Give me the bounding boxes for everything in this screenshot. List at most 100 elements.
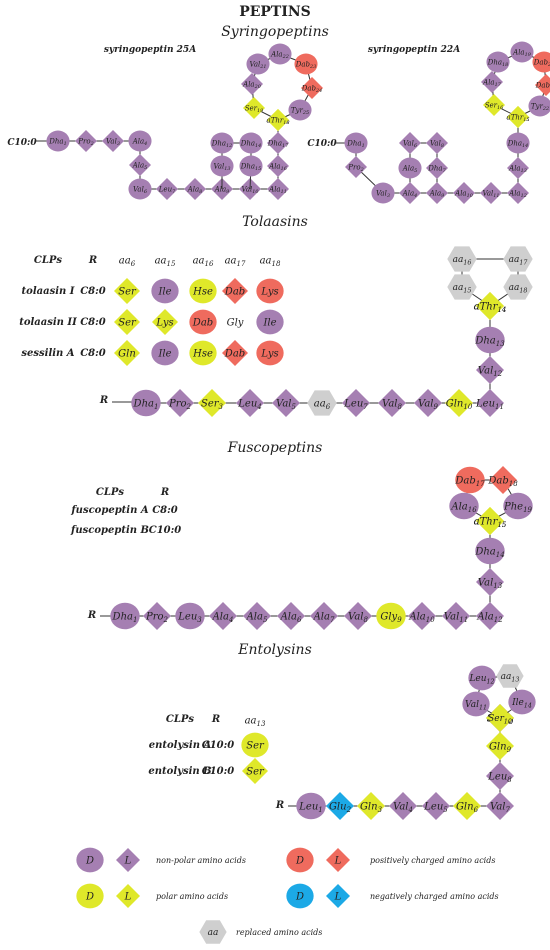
tolaasins-residue-aa18 (503, 274, 533, 300)
syr25a-residue-ala9-label: Ala9 (214, 185, 230, 195)
tolaasins-cell-hse-label: Hse (192, 287, 213, 298)
syr22a-residue-ala19 (510, 41, 534, 63)
tolaasins-row-name: sessilin A (21, 348, 74, 359)
fuscopeptins-residue-leu3 (175, 602, 205, 630)
tolaasins-residue-aa16 (447, 246, 477, 272)
tolaasins-cell-lys-label: Lys (260, 349, 278, 360)
entolysins-row-r: C10:0 (202, 740, 235, 751)
tolaasins-residue-aa17 (503, 246, 533, 272)
legend-negative-d (286, 883, 314, 909)
legend-replaced-text: replaced amino acids (236, 928, 322, 937)
syr22a-residue-pro2-label: Pro2 (347, 163, 363, 173)
fuscopeptins-row-name: fuscopeptin A (70, 505, 148, 516)
entolysins-residue-val7 (486, 792, 514, 820)
syr22a-residue-dha14-label: Dha14 (507, 139, 529, 149)
tolaasins-residue-leu11 (476, 389, 504, 417)
entolysins-residue-leu1-label: Leu1 (298, 802, 322, 815)
syr22a-residue-ser16 (483, 94, 505, 116)
syr25a-residue-ala16 (267, 155, 289, 177)
tolaasins-cell-ile-label: Ile (262, 318, 276, 329)
syr22a-residue-val8 (426, 132, 448, 154)
tolaasins-residue-val5-label: Val5 (276, 399, 296, 412)
tolaasins-header-clps: CLPs (34, 255, 63, 266)
tolaasins-residue-aa6 (307, 390, 337, 416)
tolaasins-residue-pro2-label: Pro2 (168, 399, 192, 412)
syr22a-residue-dha7 (426, 157, 448, 179)
tolaasins-header-aa18-label: aa18 (260, 256, 281, 269)
tolaasins-residue-leu11-label: Leu11 (475, 399, 504, 412)
tolaasins-residue-dha1 (131, 389, 161, 417)
fuscopeptins-residue-ala5 (243, 602, 271, 630)
entolysins-residue-gln6 (453, 792, 481, 820)
tolaasins-residue-leu4-label: Leu4 (237, 399, 261, 412)
tolaasins-cell-ser-label: Ser (118, 287, 137, 298)
tolaasins-residue-gln10 (445, 389, 473, 417)
entolysins-residue-gln6-label: Gln6 (456, 802, 479, 815)
legend-polar-d (76, 883, 104, 909)
tolaasins-cell-dab-label: Dab (224, 287, 245, 298)
syr25a-residue-ala11 (267, 178, 289, 200)
legend-polar-l-label: L (124, 892, 132, 903)
syr22a-residue-val6 (399, 132, 421, 154)
fuscopeptins-residue-dab18-label: Dab18 (487, 476, 518, 489)
syr22a-residue-ala4-label: Ala4 (402, 189, 418, 199)
syringopeptin-25a-acyl: C10:0 (7, 138, 37, 148)
syr22a-residue-ala5-label: Ala5 (402, 164, 418, 174)
syr25a-residue-dha15 (239, 155, 263, 177)
entolysins-r-label: R (275, 800, 284, 811)
fuscopeptins-residue-ala7 (310, 602, 338, 630)
entolysins-residue-aa13 (496, 664, 524, 688)
entolysins-heading: Entolysins (237, 642, 312, 658)
syr25a-residue-ala11-label: Ala11 (268, 185, 287, 195)
syr25a-residue-ser19 (243, 97, 265, 119)
entolysins-row-name: entolysin B (148, 766, 211, 777)
legend-positive-l-label: L (334, 856, 342, 867)
syr22a-residue-tyr22 (528, 95, 550, 117)
tolaasins-cell-dab (222, 278, 248, 304)
syr22a-residue-pro2 (345, 156, 367, 178)
tolaasins-residue-aa17-label: aa17 (509, 255, 528, 266)
syr22a-residue-val11 (480, 182, 502, 204)
syr25a-residue-ala8-label: Ala8 (187, 185, 203, 195)
syr22a-residue-ala12-label: Ala12 (508, 189, 527, 199)
tolaasins-header-aa16-label: aa16 (193, 256, 214, 269)
syr22a-residue-dha1-label: Dha1 (346, 139, 364, 149)
tolaasins-residue-athr14-label: aThr14 (474, 302, 507, 315)
entolysins-residue-gln3 (357, 792, 385, 820)
syr22a-residue-dha1 (344, 132, 368, 154)
syr25a-residue-ala22-label: Ala22 (270, 50, 289, 60)
syr25a-residue-tyr25 (288, 99, 312, 121)
legend-negative-text: negatively charged amino acids (370, 892, 499, 901)
legend-positive-l (326, 848, 350, 872)
fuscopeptins-residue-dab17 (455, 466, 485, 494)
tolaasins-cell-ile (151, 278, 179, 304)
fuscopeptins-r-label: R (87, 610, 96, 621)
tolaasins-cell-ile-label: Ile (157, 287, 171, 298)
entolysins-residue-aa13-label: aa13 (501, 672, 520, 683)
tolaasins-residue-gln10-label: Gln10 (446, 399, 473, 412)
fuscopeptins-residue-val8-label: Val8 (348, 612, 368, 625)
tolaasins-residue-val9-label: Val9 (418, 399, 438, 412)
entolysins-cell-ser-label: Ser (246, 767, 265, 778)
entolysins-residue-val4 (389, 792, 417, 820)
tolaasins-residue-val8-label: Val8 (382, 399, 402, 412)
syr22a-residue-val6-label: Val6 (403, 139, 417, 149)
fuscopeptins-residue-ala5-label: Ala5 (246, 612, 268, 625)
syr22a-residue-ala13 (507, 157, 529, 179)
tolaasins-residue-dha13-label: Dha13 (474, 336, 505, 349)
syr22a-residue-ala10-label: Ala10 (454, 189, 473, 199)
syr25a-residue-ala4-label: Ala4 (132, 137, 148, 147)
syr25a-residue-dha1-label: Dha1 (48, 137, 66, 147)
tolaasins-residue-athr14 (476, 292, 504, 320)
fuscopeptins-residue-gly9 (376, 602, 406, 630)
tolaasins-row-name: tolaasin I (22, 286, 75, 297)
syr22a-residue-dab20 (532, 51, 550, 73)
tolaasins-cell-dab (222, 340, 248, 366)
fuscopeptins-residue-ala4 (209, 602, 237, 630)
syr25a-residue-athr18-label: aThr18 (267, 116, 290, 126)
entolysins-residue-leu12 (468, 665, 496, 691)
syr22a-residue-dha18-label: Dha18 (487, 58, 509, 68)
legend-replaced-hex (199, 920, 227, 944)
syringopeptin-22a-acyl: C10:0 (307, 139, 337, 149)
syr22a-residue-ala5 (398, 157, 422, 179)
